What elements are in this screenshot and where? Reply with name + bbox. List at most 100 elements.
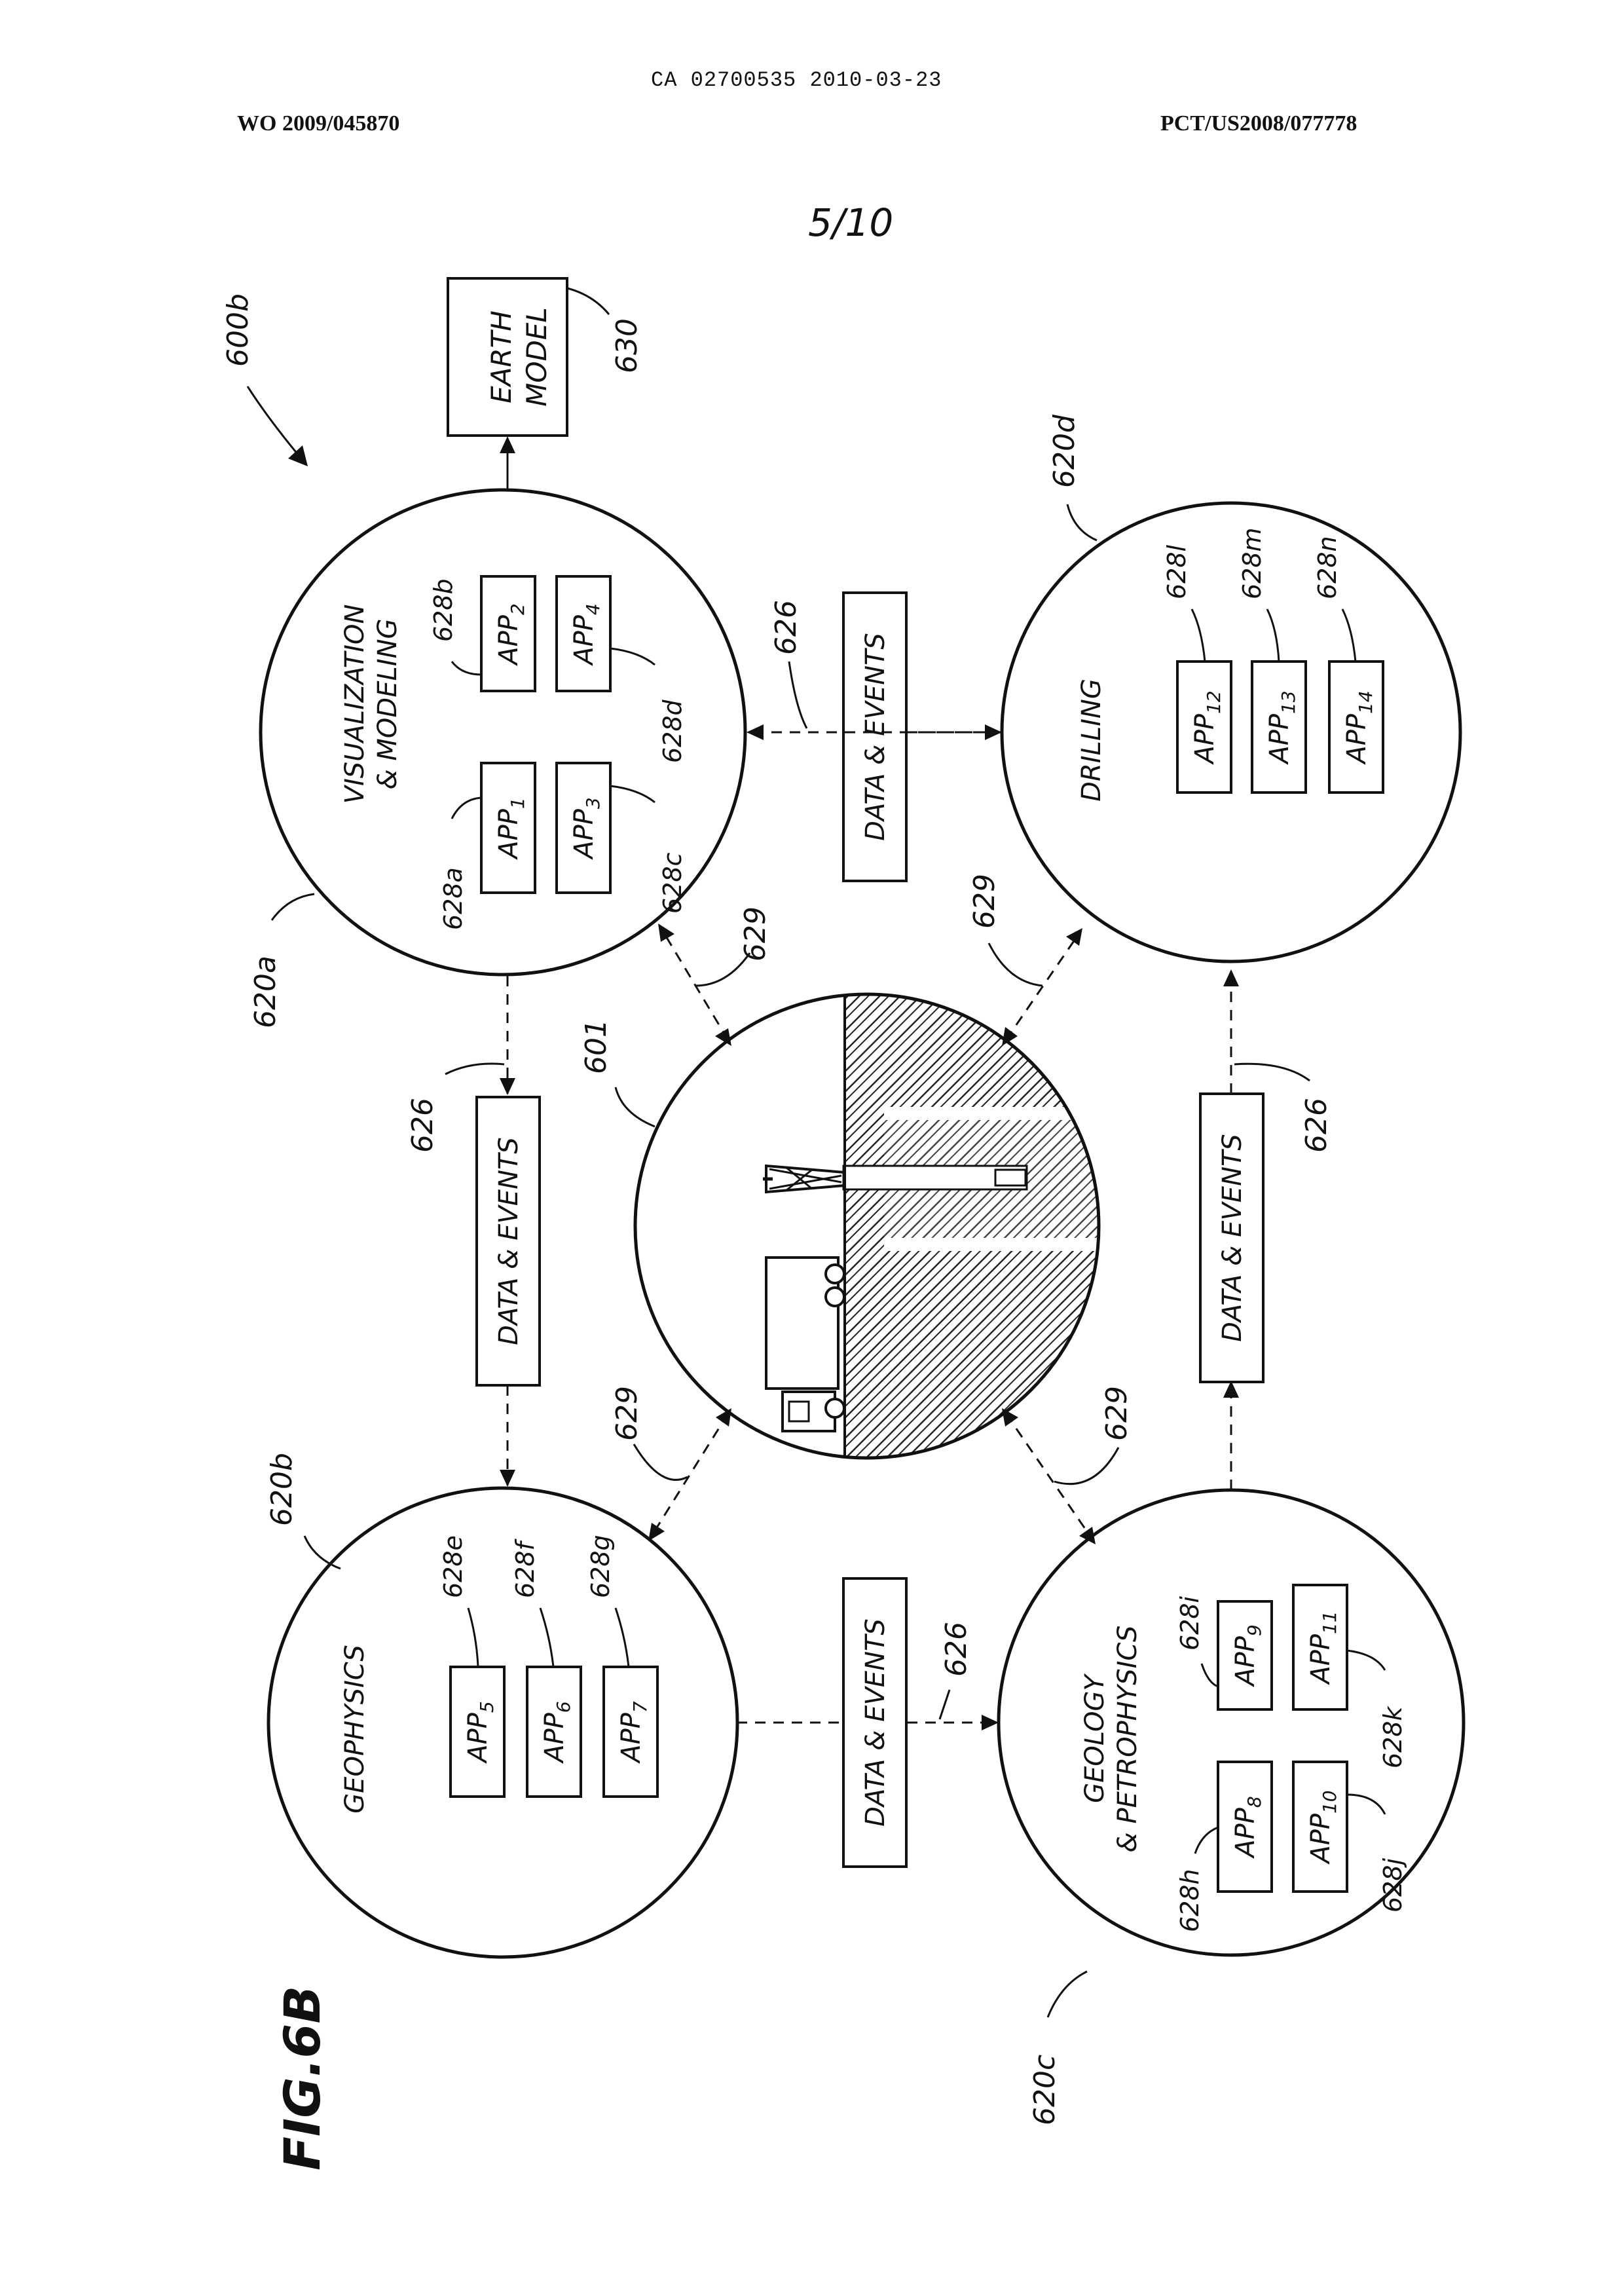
visualization-title: VISUALIZATION bbox=[340, 605, 370, 804]
svg-text:APP10: APP10 bbox=[1306, 1790, 1340, 1865]
ref-628f: 628f bbox=[511, 1538, 540, 1598]
ref-628c: 628c bbox=[658, 852, 687, 914]
visualization-title-2: & MODELING bbox=[373, 619, 403, 790]
ref-629-bottom-left-leader bbox=[634, 1444, 688, 1480]
ref-620b: 620b bbox=[265, 1453, 299, 1526]
earth-model-ref-leader bbox=[567, 288, 609, 314]
sheet-number: 5/10 bbox=[808, 200, 893, 245]
system-ref-arrowhead bbox=[288, 445, 308, 466]
app-7-subscript: 7 bbox=[629, 1701, 651, 1713]
app-3-box: APP3 bbox=[557, 763, 610, 893]
earth-model-box: EARTH MODEL bbox=[448, 278, 567, 436]
wellsite-center-circle bbox=[635, 994, 1107, 1458]
ref-629-bottom-right: 629 bbox=[1100, 1386, 1134, 1441]
svg-text:APP4: APP4 bbox=[569, 603, 604, 666]
system-ref-600b: 600b bbox=[221, 293, 255, 367]
app-9-subscript: 9 bbox=[1244, 1624, 1265, 1636]
app-11-subscript: 11 bbox=[1319, 1611, 1340, 1634]
ref-628l-leader bbox=[1192, 609, 1205, 662]
ref-628h: 628h bbox=[1175, 1869, 1204, 1932]
app-12-subscript: 12 bbox=[1203, 690, 1225, 714]
app-12-label: APP bbox=[1190, 713, 1220, 765]
app-4-box: APP4 bbox=[557, 576, 610, 691]
app-12-box: APP12 bbox=[1177, 662, 1231, 793]
svg-text:APP12: APP12 bbox=[1190, 690, 1225, 765]
ref-628g: 628g bbox=[586, 1535, 615, 1598]
app-1-label: APP bbox=[494, 808, 524, 860]
ref-620d-leader bbox=[1067, 504, 1097, 540]
svg-text:APP2: APP2 bbox=[494, 603, 528, 666]
ref-626-bottom: 626 bbox=[940, 1622, 973, 1677]
geology-petrophysics-node: GEOLOGY & PETROPHYSICS APP8 APP9 APP10 A… bbox=[999, 1490, 1464, 1955]
ref-628f-leader bbox=[540, 1608, 553, 1667]
app-2-label: APP bbox=[494, 614, 524, 666]
ref-601-leader bbox=[616, 1087, 655, 1127]
ref-626-right-leader bbox=[1234, 1064, 1310, 1081]
ref-629-bottom-left: 629 bbox=[610, 1386, 644, 1441]
ref-628j-leader bbox=[1347, 1795, 1385, 1814]
svg-text:APP14: APP14 bbox=[1342, 690, 1376, 765]
ref-628b-leader bbox=[452, 662, 481, 675]
ref-620b-leader bbox=[304, 1536, 341, 1569]
ref-601: 601 bbox=[580, 1019, 613, 1074]
app-5-label: APP bbox=[463, 1712, 493, 1764]
app-13-label: APP bbox=[1264, 713, 1295, 765]
svg-text:APP6: APP6 bbox=[540, 1701, 574, 1764]
drilling-title: DRILLING bbox=[1077, 679, 1107, 802]
ref-628h-leader bbox=[1195, 1827, 1218, 1854]
ref-620a-leader bbox=[272, 894, 314, 920]
geophysics-title: GEOPHYSICS bbox=[340, 1645, 370, 1814]
ref-628m: 628m bbox=[1238, 527, 1266, 599]
svg-text:APP13: APP13 bbox=[1264, 690, 1299, 765]
geophysics-node: GEOPHYSICS APP5 APP6 APP7 628e 628f 628g bbox=[268, 1488, 737, 1957]
figure-label: FIG.6B bbox=[273, 1986, 331, 2171]
app-6-box: APP6 bbox=[527, 1667, 581, 1797]
ref-628k-leader bbox=[1347, 1651, 1385, 1670]
ref-628k: 628k bbox=[1378, 1705, 1407, 1768]
link-visualization-drilling: DATA & EVENTS 626 bbox=[747, 593, 1002, 881]
ref-628e-leader bbox=[468, 1608, 478, 1667]
app-14-label: APP bbox=[1342, 713, 1372, 765]
ref-628i: 628i bbox=[1175, 1595, 1204, 1651]
app-5-subscript: 5 bbox=[476, 1701, 498, 1713]
ref-628a-leader bbox=[452, 798, 481, 819]
ref-628j: 628j bbox=[1378, 1857, 1407, 1912]
svg-text:APP5: APP5 bbox=[463, 1701, 498, 1764]
app-14-box: APP14 bbox=[1329, 662, 1383, 793]
app-10-subscript: 10 bbox=[1319, 1790, 1340, 1814]
ref-629-bottom-right-leader bbox=[1054, 1447, 1118, 1484]
app-14-subscript: 14 bbox=[1355, 690, 1376, 714]
svg-text:APP11: APP11 bbox=[1306, 1611, 1340, 1685]
ref-629-top-right-leader bbox=[989, 943, 1043, 986]
app-6-subscript: 6 bbox=[553, 1701, 574, 1713]
app-4-subscript: 4 bbox=[582, 603, 604, 615]
ref-620d: 620d bbox=[1048, 414, 1081, 488]
app-7-label: APP bbox=[616, 1712, 646, 1764]
data-events-label-right: DATA & EVENTS bbox=[1217, 1134, 1247, 1342]
visualization-modeling-node: VISUALIZATION & MODELING APP1 APP2 APP3 … bbox=[261, 490, 745, 975]
app-13-box: APP13 bbox=[1252, 662, 1306, 793]
ref-620c-leader bbox=[1048, 1971, 1087, 2017]
link-drilling-geology: DATA & EVENTS 626 bbox=[1200, 969, 1333, 1490]
ref-628m-leader bbox=[1267, 609, 1279, 662]
ref-626-bottom-leader bbox=[940, 1690, 950, 1719]
app-2-subscript: 2 bbox=[507, 603, 528, 615]
app-7-box: APP7 bbox=[604, 1667, 657, 1797]
ref-628e: 628e bbox=[439, 1535, 468, 1598]
ref-626-left: 626 bbox=[406, 1098, 439, 1153]
app-1-subscript: 1 bbox=[507, 797, 528, 809]
app-10-label: APP bbox=[1306, 1813, 1336, 1865]
ref-620a: 620a bbox=[249, 956, 282, 1028]
app-3-subscript: 3 bbox=[582, 797, 604, 809]
app-5-box: APP5 bbox=[451, 1667, 504, 1797]
app-2-box: APP2 bbox=[481, 576, 535, 691]
svg-text:APP8: APP8 bbox=[1230, 1796, 1265, 1859]
ref-626-left-leader bbox=[445, 1064, 504, 1074]
ref-628l: 628l bbox=[1162, 544, 1191, 599]
app-6-label: APP bbox=[540, 1712, 570, 1764]
ref-628i-leader bbox=[1202, 1664, 1218, 1687]
ref-628d: 628d bbox=[658, 699, 687, 763]
earth-model-ref: 630 bbox=[610, 318, 644, 373]
svg-text:APP7: APP7 bbox=[616, 1701, 651, 1764]
